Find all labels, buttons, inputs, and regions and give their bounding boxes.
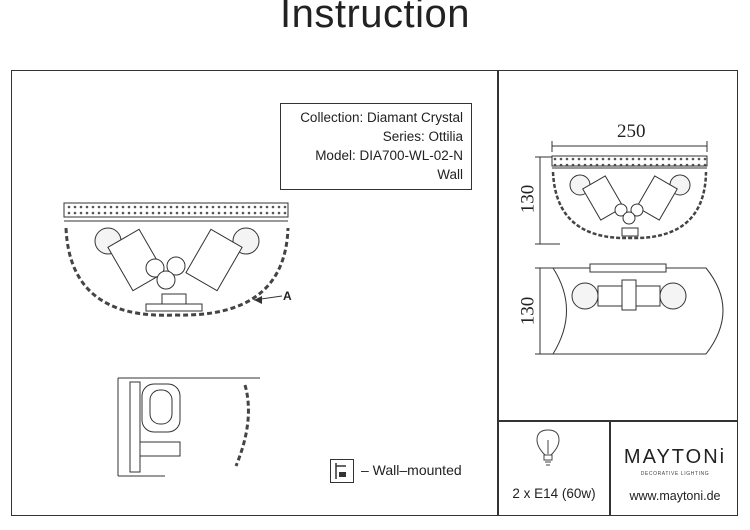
front-view-small [535,141,708,245]
front-view-large [63,202,290,317]
product-info-box: Collection: Diamant Crystal Series: Otti… [280,103,472,190]
mounting-label: – Wall–mounted [361,462,462,478]
drawing-frame [11,70,738,516]
series-text: Series: Ottilia [382,129,463,144]
type-text: Wall [437,167,463,182]
height-dimension-top: 130 [517,184,539,214]
website-link[interactable]: www.maytoni.de [629,489,721,503]
lamp-spec: 2 x E14 (60w) [512,486,596,501]
brand-tagline: DECORATIVE LIGHTING [640,471,710,477]
footer-divider [609,420,611,516]
height-dimension-bottom: 130 [517,296,539,326]
page-title: Instruction [279,0,471,36]
callout-label-a: A [283,289,292,303]
brand-logo: MAYTONi [623,446,727,468]
vertical-divider [497,70,499,516]
collection-text: Collection: Diamant Crystal [300,110,463,125]
bottom-view-small [535,263,724,355]
light-bulb-icon [536,429,560,466]
model-text: Model: DIA700-WL-02-N [315,148,463,163]
horizontal-divider [497,420,738,422]
wall-mount-icon [330,459,354,483]
side-view-large [117,377,260,477]
width-dimension: 250 [617,121,646,142]
